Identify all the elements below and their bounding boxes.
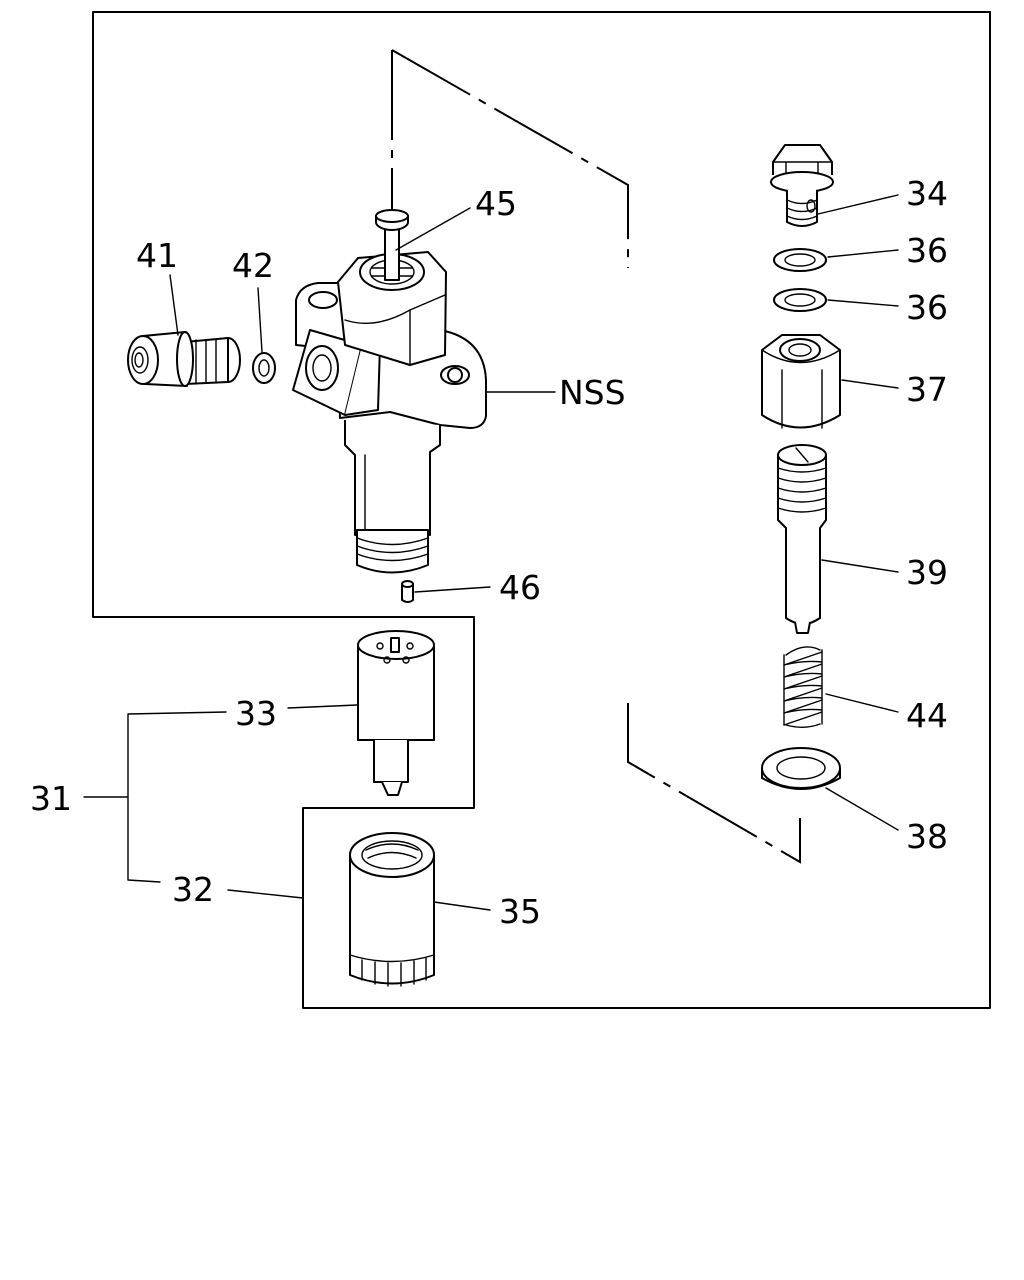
part-41-fitting — [127, 331, 241, 387]
part-36-washer-lower — [773, 288, 827, 312]
part-46-pin — [401, 580, 414, 603]
part-34-hex-bolt — [770, 144, 834, 227]
callout-31: 31 — [30, 779, 72, 818]
part-44-spring — [783, 646, 823, 728]
callout-46: 46 — [499, 568, 541, 607]
callout-41: 41 — [136, 236, 178, 275]
part-45-rod — [375, 209, 409, 281]
callout-32: 32 — [172, 870, 214, 909]
assembly-axis-lines — [391, 49, 801, 864]
callout-45: 45 — [475, 184, 517, 223]
callout-44: 44 — [906, 696, 948, 735]
callout-34: 34 — [906, 174, 948, 213]
part-38-washer — [761, 747, 841, 790]
callout-42: 42 — [232, 246, 274, 285]
callout-nss: NSS — [559, 373, 626, 412]
part-37-hex-nut — [761, 334, 841, 429]
callout-labels: 45 41 42 NSS 46 34 36 36 37 39 44 38 33 … — [30, 174, 948, 931]
callout-39: 39 — [906, 553, 948, 592]
callout-38: 38 — [906, 817, 948, 856]
part-36-washer-upper — [773, 248, 827, 272]
frame-outline — [92, 11, 991, 1009]
callout-35: 35 — [499, 892, 541, 931]
injector-body — [292, 251, 487, 574]
callout-36-lower: 36 — [906, 288, 948, 327]
part-35-nozzle-nut — [349, 832, 435, 987]
part-42-washer — [252, 352, 276, 384]
callout-33: 33 — [235, 694, 277, 733]
part-39-spindle — [777, 444, 827, 634]
callout-37: 37 — [906, 370, 948, 409]
leader-lines — [83, 194, 899, 911]
callout-36-upper: 36 — [906, 231, 948, 270]
part-33-nozzle — [357, 630, 435, 796]
